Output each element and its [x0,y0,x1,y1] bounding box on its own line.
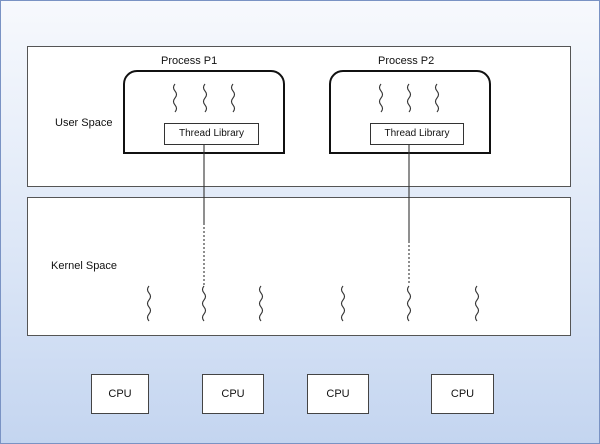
cpu-box: CPU [91,374,149,414]
kernel-space-label: Kernel Space [51,260,118,272]
process-p1-title: Process P1 [161,55,218,67]
kernel-space-region [27,197,571,336]
cpu-box: CPU [307,374,369,414]
p2-thread-library: Thread Library [370,123,464,145]
p1-thread-library: Thread Library [164,123,259,145]
process-p2-title: Process P2 [378,55,435,67]
cpu-box: CPU [202,374,264,414]
user-space-label: User Space [55,117,113,129]
cpu-box: CPU [431,374,494,414]
